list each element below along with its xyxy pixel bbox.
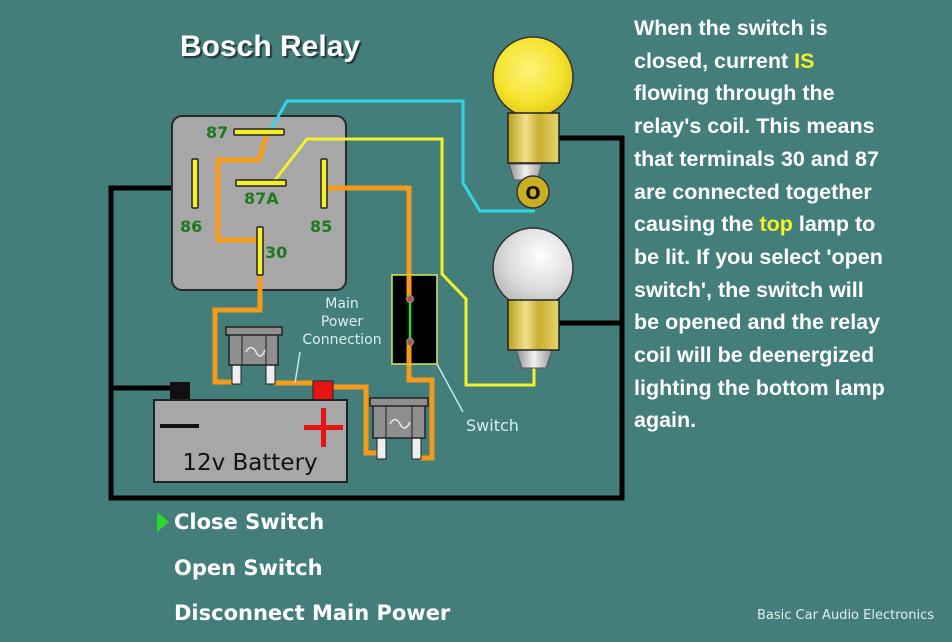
description-segment: switch', the switch will xyxy=(634,277,864,302)
menu-item-label: Close Switch xyxy=(174,510,325,534)
terminal-85-blade xyxy=(320,158,328,209)
battery-positive-post xyxy=(312,380,334,401)
terminal-86-label: 86 xyxy=(180,217,202,236)
relay-armature xyxy=(215,130,271,243)
menu-item-disconnect-main-power[interactable]: Disconnect Main Power xyxy=(174,596,450,642)
relay-terminals xyxy=(191,128,328,276)
description-line: closed, current IS xyxy=(634,45,944,78)
switch-label: Switch xyxy=(466,416,519,435)
selected-arrow-icon xyxy=(157,512,169,532)
menu-item-label: Open Switch xyxy=(174,555,323,580)
description-line: that terminals 30 and 87 xyxy=(634,143,944,176)
battery-label: 12v Battery xyxy=(182,450,317,476)
description-text: When the switch is closed, current IS flow… xyxy=(634,12,944,437)
wire-85-to-switch xyxy=(323,185,435,461)
terminal-87-label: 87 xyxy=(206,123,228,142)
description-segment: lighting the bottom lamp xyxy=(634,375,885,400)
top-lamp: O xyxy=(492,36,574,209)
wire-30-to-fuse xyxy=(212,268,263,385)
description-line: again. xyxy=(634,404,944,437)
description-line: be lit. If you select 'open xyxy=(634,241,944,274)
highlighted-word: IS xyxy=(794,48,815,73)
description-segment: causing the xyxy=(634,212,760,237)
description-segment: When the switch is xyxy=(634,16,828,40)
main-power-label-1: Main xyxy=(325,296,358,312)
terminal-87a-blade xyxy=(235,179,287,187)
description-line: lighting the bottom lamp xyxy=(634,372,944,405)
terminal-30-label: 30 xyxy=(265,243,287,262)
terminal-87-blade xyxy=(233,128,285,136)
main-power-pointer xyxy=(294,351,301,384)
wire-battery-to-fuse2 xyxy=(332,384,381,456)
menu-item-close-switch[interactable]: Close Switch xyxy=(157,505,450,551)
main-fuse xyxy=(225,326,283,385)
wire-87a-to-bottom-lamp xyxy=(273,137,536,387)
description-segment: again. xyxy=(634,408,697,433)
description-segment: be opened and the relay xyxy=(634,310,881,335)
battery: 12v Battery xyxy=(153,380,348,483)
description-line: causing the top lamp to xyxy=(634,208,944,241)
description-segment: closed, current xyxy=(634,48,795,73)
description-line: be opened and the relay xyxy=(634,306,944,339)
switch[interactable] xyxy=(391,274,438,365)
main-power-label-3: Connection xyxy=(302,332,381,348)
action-menu: Close Switch Open Switch Disconnect Main… xyxy=(157,505,450,642)
description-segment: flowing through the xyxy=(634,81,835,106)
switch-fuse xyxy=(369,397,429,460)
main-power-label-2: Power xyxy=(321,314,364,330)
terminal-85-label: 85 xyxy=(310,217,332,236)
terminal-86-blade xyxy=(191,158,199,209)
bottom-lamp xyxy=(492,227,574,369)
wire-87-to-top-lamp xyxy=(268,99,535,213)
highlighted-word: top xyxy=(759,212,793,237)
top-lamp-socket-mark: O xyxy=(525,183,540,204)
description-segment: be lit. If you select 'open xyxy=(634,244,883,269)
description-segment: relay's coil. This means xyxy=(634,114,875,139)
footer-credit: Basic Car Audio Electronics xyxy=(756,608,934,623)
description-segment: coil will be deenergized xyxy=(634,343,875,368)
description-line: relay's coil. This means xyxy=(634,110,944,143)
terminal-87a-label: 87A xyxy=(244,189,279,208)
description-line: flowing through the xyxy=(634,77,944,110)
terminal-30-blade xyxy=(256,226,264,276)
description-line: When the switch is xyxy=(634,12,944,45)
battery-negative-post xyxy=(170,382,190,402)
description-segment: that terminals 30 and 87 xyxy=(634,146,879,171)
description-line: coil will be deenergized xyxy=(634,339,944,372)
menu-item-open-switch[interactable]: Open Switch xyxy=(174,551,450,597)
description-line: are connected together xyxy=(634,176,944,209)
menu-item-label: Disconnect Main Power xyxy=(174,601,451,625)
page-title: Bosch Relay xyxy=(180,30,361,63)
switch-pointer xyxy=(436,363,464,413)
description-segment: are connected together xyxy=(634,179,872,204)
description-line: switch', the switch will xyxy=(634,274,944,307)
description-segment: lamp to xyxy=(792,212,876,237)
